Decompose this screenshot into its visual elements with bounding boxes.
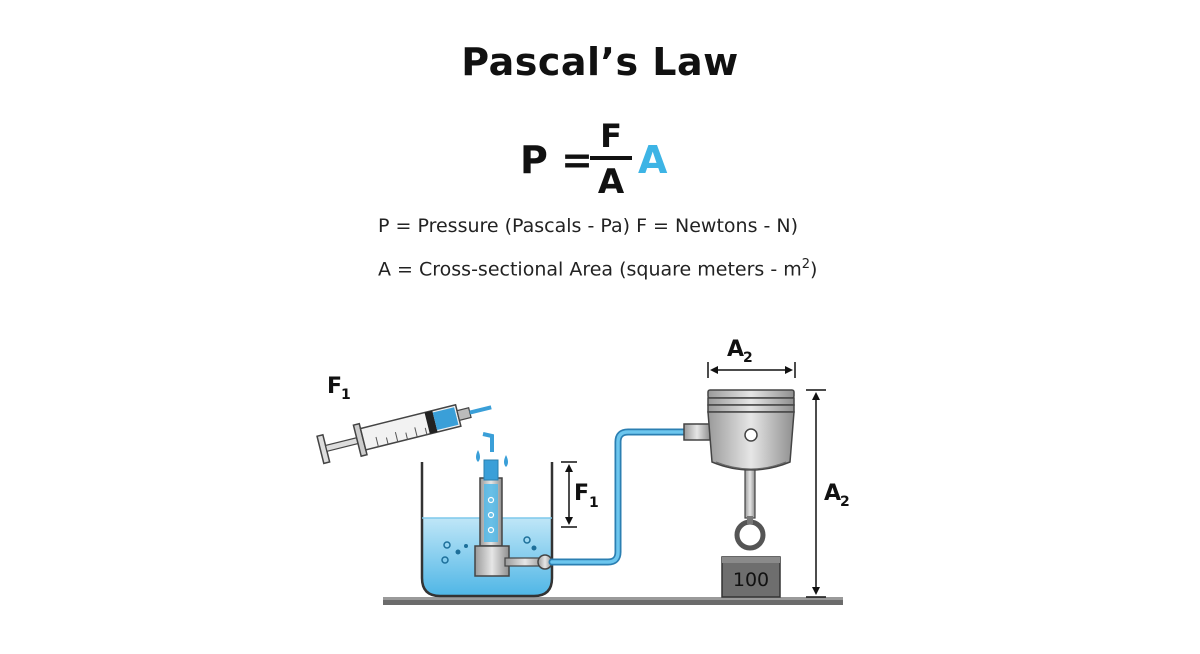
formula-lhs: P =	[520, 138, 593, 182]
piston-hook-ring	[734, 519, 766, 551]
syringe-tip	[456, 407, 472, 422]
formula-denominator: A	[597, 162, 625, 202]
weight-top	[722, 557, 780, 563]
syringe-force-label-subscript: 1	[341, 387, 351, 403]
syringe-liquid	[432, 407, 459, 431]
formula-fraction: F A	[590, 118, 632, 202]
pascal-formula: P = F A A	[0, 118, 1200, 208]
water-drop	[504, 455, 508, 467]
weight-block	[721, 556, 781, 598]
water-drop	[476, 450, 480, 462]
piston-pin	[744, 428, 758, 442]
bubble	[443, 541, 451, 549]
syringe	[316, 403, 492, 465]
height-area-label-subscript: 2	[840, 494, 850, 510]
page-title: Pascal’s Law	[461, 40, 739, 84]
inner-piston-block	[474, 545, 510, 577]
hydraulic-tube-outline	[548, 428, 692, 566]
liquid-stream	[482, 432, 494, 452]
formula-numerator: F	[600, 117, 622, 155]
fraction-bar	[590, 156, 632, 160]
piston-ring	[707, 397, 795, 406]
piston-area-label: A	[727, 337, 744, 362]
piston-ring	[707, 404, 795, 413]
inner-cylinder	[474, 459, 553, 577]
container-force-label: F	[574, 481, 589, 506]
definition-line-2-superscript: 2	[801, 257, 811, 272]
hydraulic-tube	[550, 430, 690, 564]
definition-line-2-close: )	[810, 258, 818, 281]
bubble	[523, 536, 531, 544]
water-drop	[490, 462, 494, 474]
syringe-force-label: F	[327, 374, 342, 399]
bubble	[441, 556, 449, 564]
bubble	[487, 526, 495, 534]
height-area-label: A	[824, 481, 841, 506]
bubble	[455, 549, 461, 555]
output-piston	[707, 389, 795, 551]
piston-width-dimension	[707, 362, 796, 378]
piston-rod	[744, 469, 756, 519]
syringe-graduations	[375, 427, 428, 447]
container-force-label-subscript: 1	[589, 495, 599, 511]
bubble	[531, 545, 537, 551]
piston-area-label-subscript: 2	[743, 350, 753, 366]
height-dimension	[806, 389, 826, 598]
definition-line-1: P = Pressure (Pascals - Pa) F = Newtons …	[378, 215, 799, 237]
piston-hook-neck	[747, 516, 753, 524]
formula-extra-term: A	[638, 138, 668, 182]
syringe-plunger-rod	[324, 437, 359, 453]
definition-line-2-text: A = Cross-sectional Area (square meters …	[378, 258, 802, 281]
bubble	[464, 544, 468, 548]
bubble	[487, 496, 495, 504]
piston-ring	[707, 389, 795, 399]
syringe-nozzle-stream	[469, 405, 492, 415]
weight-value: 100	[733, 569, 769, 591]
bubble	[487, 511, 495, 519]
piston-skirt	[715, 461, 787, 470]
definition-line-2: A = Cross-sectional Area (square meters …	[378, 257, 817, 280]
container-outline	[420, 462, 554, 598]
ground-base	[383, 597, 843, 605]
syringe-stopper	[424, 410, 438, 434]
tube-coupling	[683, 423, 711, 441]
container-dimension	[561, 461, 577, 528]
ground-highlight	[383, 597, 843, 600]
